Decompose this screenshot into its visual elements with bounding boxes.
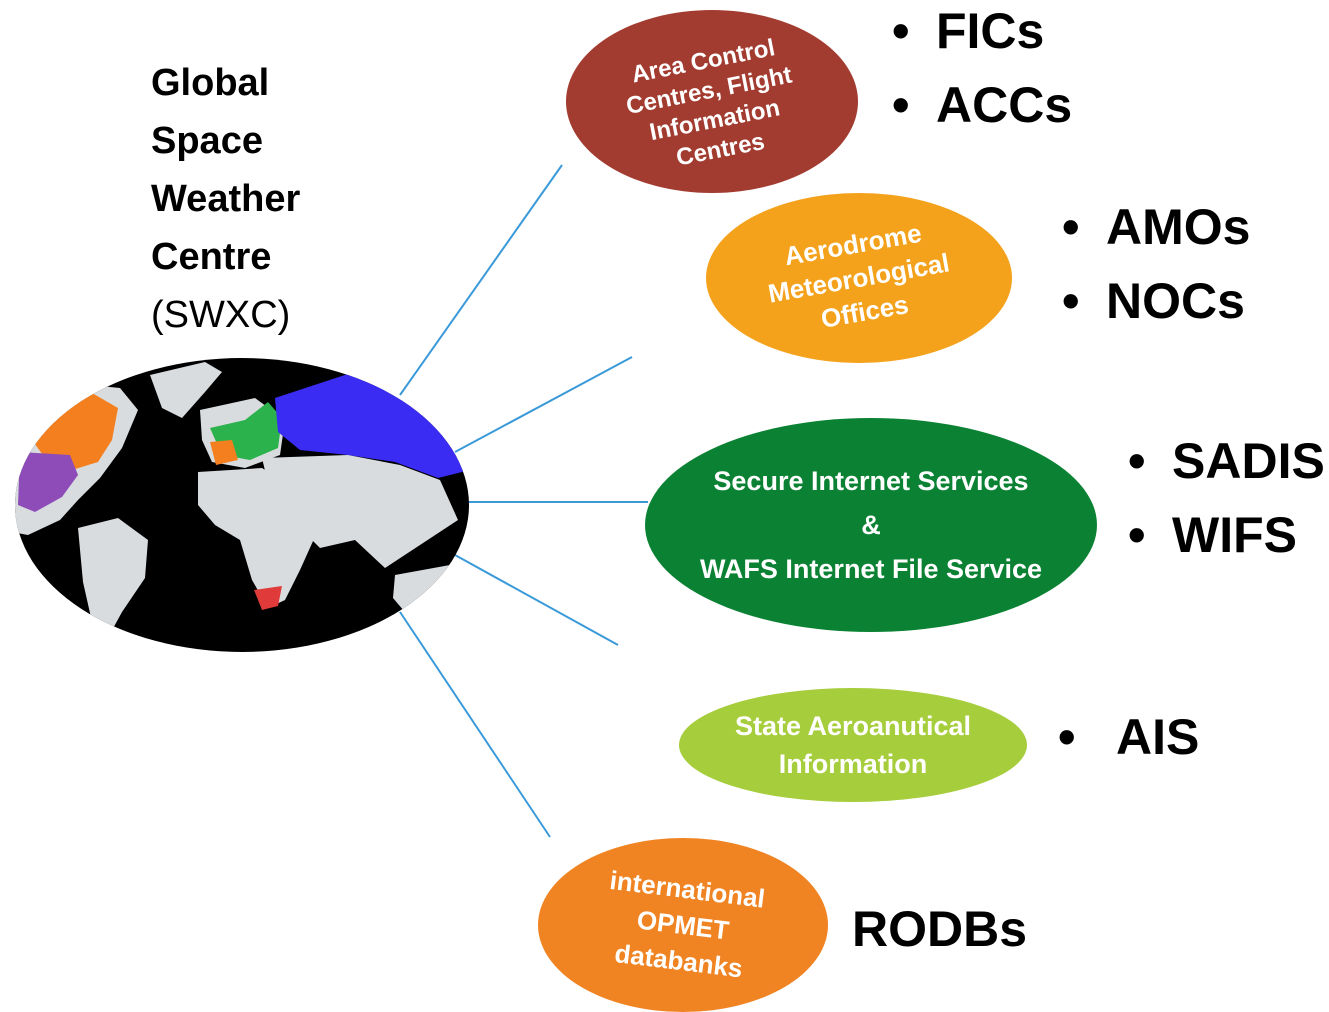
connector-ais [454, 554, 619, 646]
usa-purple [18, 452, 78, 512]
bullet-item: • AMOs [1062, 190, 1250, 264]
bullet-dot-icon: • [892, 3, 910, 59]
node-opmet-databanks: international OPMET databanks [538, 838, 828, 1012]
bullet-text-ais: AIS [1116, 709, 1200, 765]
bullet-list-ais: • AIS [1058, 700, 1199, 774]
node-secure-internet-services: Secure Internet Services & WAFS Internet… [645, 418, 1097, 632]
title-abbreviation: (SWXC) [151, 294, 291, 336]
bullet-dot-icon: • [1128, 433, 1146, 489]
bullet-text-fics: FICs [936, 3, 1045, 59]
bullet-dot-icon: • [1062, 199, 1080, 255]
node-aerodrome-met-offices: Aerodrome Meteorological Offices [706, 193, 1012, 363]
europe-orange [210, 440, 238, 465]
node-ais-label-line-2: Information [778, 749, 928, 779]
bullet-text-accs: ACCs [936, 77, 1073, 133]
title-line-4: Centre [151, 236, 272, 278]
asia-land [262, 455, 458, 568]
bullet-text-wifs: WIFS [1172, 507, 1297, 563]
bullet-dot-icon: • [892, 77, 910, 133]
node-secure-label-line-3: WAFS Internet File Service [699, 554, 1043, 584]
bullet-list-amo: • AMOs • NOCs [1062, 190, 1250, 338]
node-ais-label-line-1: State Aeroanutical [734, 711, 972, 741]
title-line-3: Weather [151, 178, 301, 220]
bullet-text-amos: AMOs [1106, 199, 1251, 255]
node-state-aeronautical-information: State Aeroanutical Information [679, 688, 1027, 802]
world-map-globe [15, 358, 469, 652]
bullet-text-sadis: SADIS [1172, 433, 1325, 489]
connector-opmet [399, 611, 551, 838]
connector-amo [454, 356, 633, 453]
bullet-dot-icon: • [1058, 709, 1076, 765]
bullet-text-nocs: NOCs [1106, 273, 1245, 329]
title-line-2: Space [151, 120, 263, 162]
south-america-land [78, 518, 148, 645]
swxc-title: Global Space Weather Centre (SWXC) [151, 54, 300, 344]
node-area-control-centres: Area Control Centres, Flight Information… [566, 10, 858, 193]
bullet-list-acc: • FICs • ACCs [892, 0, 1072, 142]
title-line-1: Global [151, 62, 270, 104]
connector-acc [399, 164, 563, 396]
bullet-text-rodbs: RODBs [852, 901, 1028, 957]
bullet-dot-icon: • [1128, 507, 1146, 563]
greenland-land [150, 362, 222, 418]
bullet-list-secure: • SADIS • WIFS [1128, 424, 1325, 572]
bullet-item: • WIFS [1128, 498, 1325, 572]
node-secure-label-line-1: Secure Internet Services [713, 466, 1029, 496]
bullet-item: • NOCs [1062, 264, 1250, 338]
south-africa-red [254, 586, 282, 610]
connector-lines [399, 164, 648, 838]
bullet-item: • SADIS [1128, 424, 1325, 498]
bullet-item: • AIS [1058, 700, 1199, 774]
bullet-item: • ACCs [892, 68, 1072, 142]
node-secure-label-line-2: & [861, 510, 881, 540]
bullet-dot-icon: • [1062, 273, 1080, 329]
africa-land [198, 468, 318, 608]
bullet-item: • FICs [892, 0, 1072, 68]
